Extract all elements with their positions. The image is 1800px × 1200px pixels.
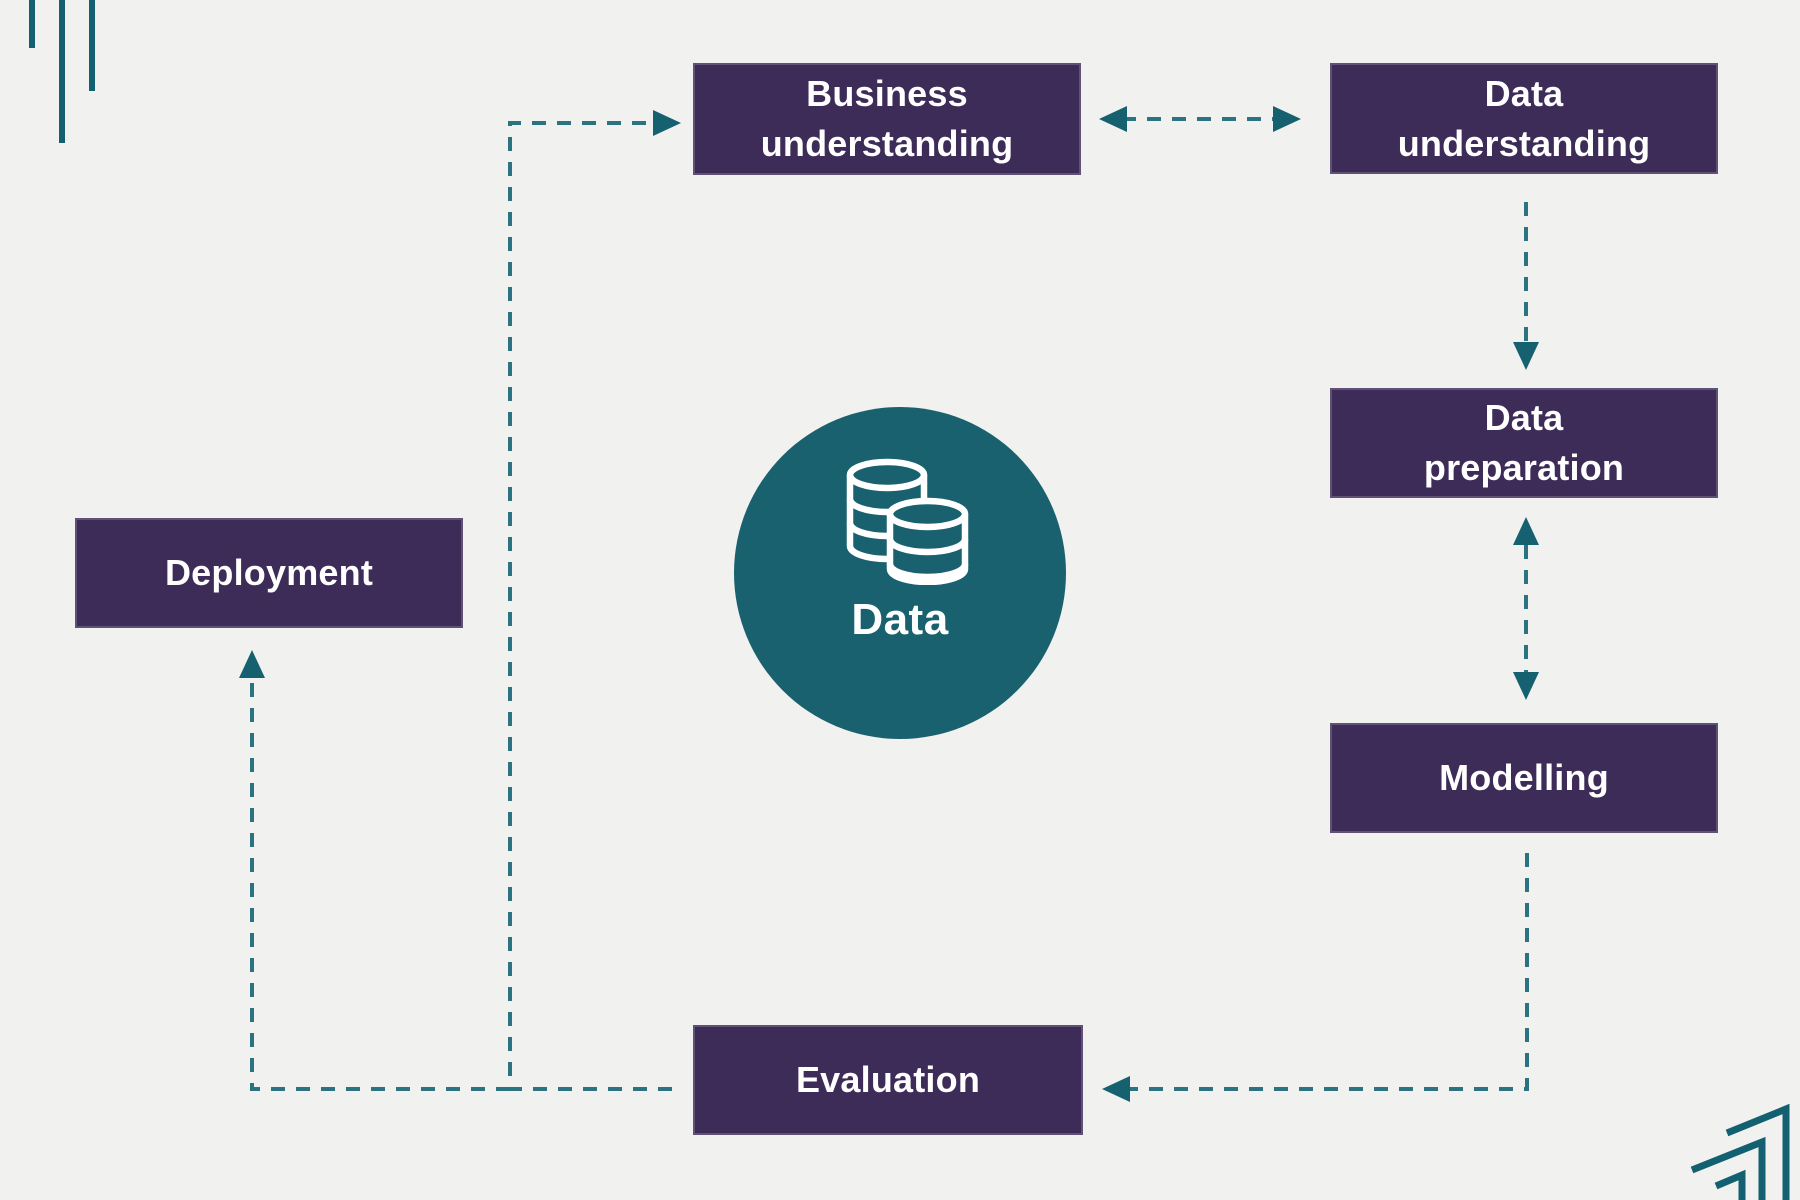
corner-decoration-top-left (29, 0, 95, 143)
edge-evaluation-deployment (250, 682, 510, 1091)
node-data-understanding: Data understanding (1330, 63, 1718, 174)
node-evaluation: Evaluation (693, 1025, 1083, 1135)
arrowhead-left-icon (1099, 106, 1127, 132)
arrowhead-up-icon (1513, 517, 1539, 545)
database-icon (846, 458, 969, 585)
arrowhead-up-icon (239, 650, 265, 678)
corner-decoration-bottom-right (1690, 1103, 1790, 1200)
node-deployment: Deployment (75, 518, 463, 628)
node-modelling: Modelling (1330, 723, 1718, 833)
arrowhead-right-icon (1273, 106, 1301, 132)
arrowhead-down-icon (1513, 672, 1539, 700)
node-business-understanding: Business understanding (693, 63, 1081, 175)
node-data-preparation: Data preparation (1330, 388, 1718, 498)
data-hub-circle: Data (734, 407, 1066, 739)
arrowhead-down-icon (1513, 342, 1539, 370)
arrowhead-right-icon (653, 110, 681, 136)
edge-evaluation-business (508, 121, 672, 1091)
arrowhead-left-icon (1102, 1076, 1130, 1102)
data-hub-label: Data (851, 595, 949, 644)
edge-modelling-evaluation (1130, 853, 1529, 1091)
